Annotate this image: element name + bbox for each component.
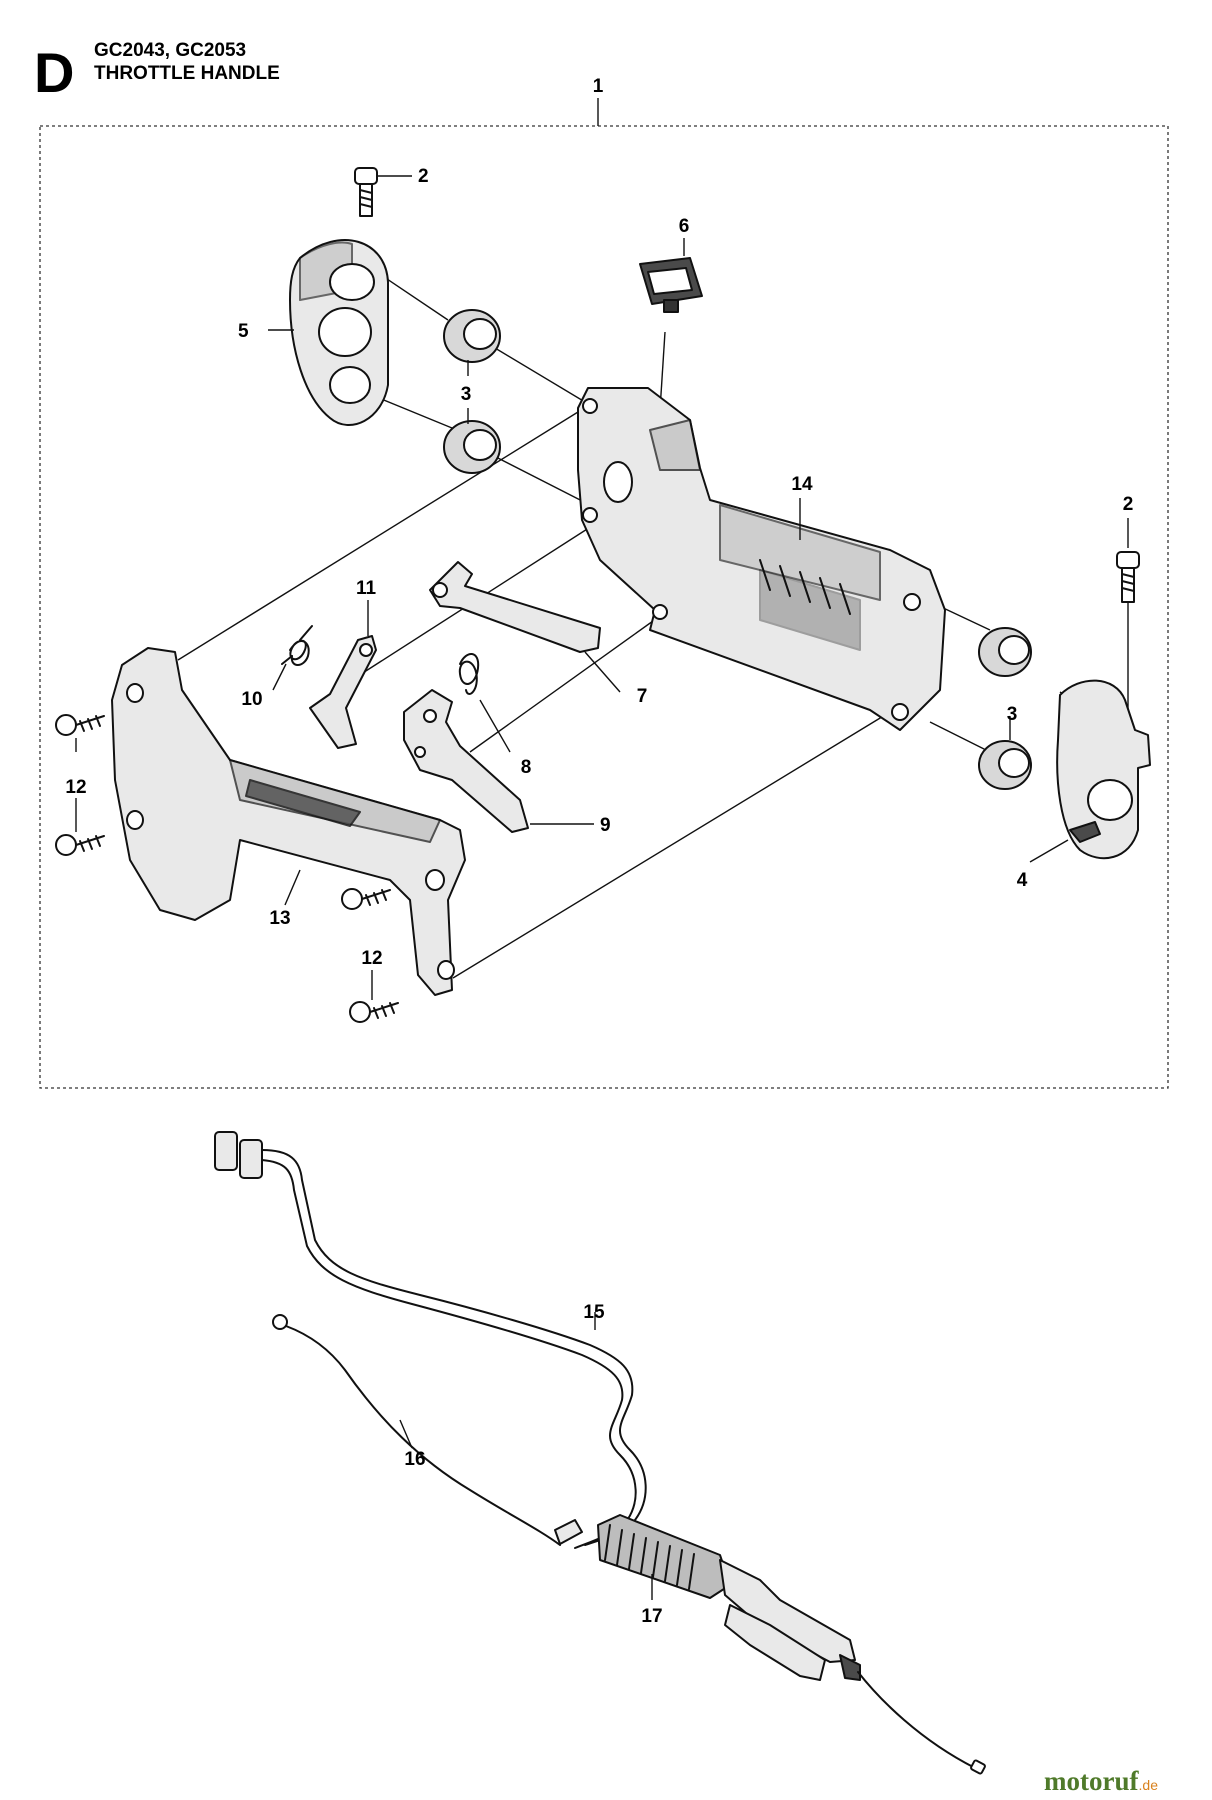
model-numbers: GC2043, GC2053	[94, 40, 246, 61]
diagram-title: THROTTLE HANDLE	[94, 63, 280, 84]
section-letter: D	[34, 41, 74, 104]
callout-12-left: 12	[65, 777, 86, 798]
watermark: motoruf.de	[1044, 1766, 1158, 1796]
callout-1: 1	[593, 76, 604, 97]
callout-5: 5	[238, 321, 249, 342]
stop-wire	[272, 1314, 561, 1546]
callout-10: 10	[241, 689, 262, 710]
throttle-trigger	[403, 689, 529, 833]
callout-11: 11	[356, 578, 377, 599]
lockout-lever	[429, 561, 601, 653]
watermark-suffix: .de	[1139, 1777, 1159, 1793]
ignition-wire-harness	[214, 1131, 647, 1549]
callout-3-lower: 3	[1007, 704, 1018, 725]
throttle-cable	[554, 1514, 986, 1775]
callout-leaders	[75, 175, 1129, 1600]
bearing-upper	[443, 309, 501, 474]
callout-7: 7	[637, 686, 648, 707]
bearing-lower	[978, 627, 1032, 790]
small-lever	[309, 635, 377, 749]
callout-15: 15	[583, 1302, 605, 1323]
handle-frame	[577, 387, 946, 731]
callout-8: 8	[521, 757, 532, 778]
callout-3-upper: 3	[461, 384, 472, 405]
left-cover-plate	[289, 239, 389, 426]
callout-9: 9	[600, 815, 611, 836]
watermark-text: motoruf.de	[1044, 1766, 1158, 1796]
callout-2-top: 2	[418, 166, 429, 187]
screws-left	[55, 714, 399, 1023]
callout-17: 17	[641, 1606, 662, 1627]
handle-cover	[111, 647, 466, 996]
wire-spring	[458, 653, 480, 695]
watermark-brand: motoruf	[1044, 1766, 1139, 1796]
callout-14: 14	[791, 474, 813, 495]
assembly-group-box	[39, 125, 1169, 1089]
stop-switch	[639, 257, 703, 313]
screw-right	[1116, 551, 1140, 720]
callout-13: 13	[269, 908, 290, 929]
callout-2-right: 2	[1123, 494, 1134, 515]
torsion-spring	[281, 625, 313, 666]
header: D GC2043, GC2053 THROTTLE HANDLE	[34, 40, 280, 104]
screw-top-left	[354, 167, 378, 217]
right-cover	[1056, 679, 1151, 860]
callout-16: 16	[404, 1449, 425, 1470]
callout-numbers: 1 2 2 3 3 4 5 6 7 8 9 10 11 12 12 13 14 …	[65, 76, 1133, 1627]
callout-4: 4	[1017, 870, 1028, 891]
callout-12-bottom: 12	[361, 948, 382, 969]
callout-6: 6	[679, 216, 690, 237]
